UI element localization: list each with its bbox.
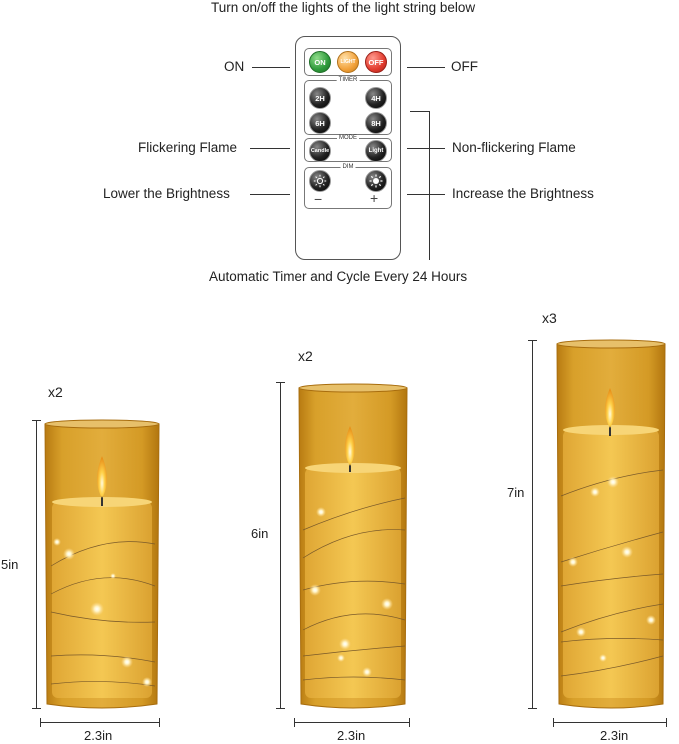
candle-1-width-label: 2.3in xyxy=(84,728,113,743)
leader-on xyxy=(252,67,290,68)
label-footer: Automatic Timer and Cycle Every 24 Hours xyxy=(209,269,468,284)
candle-3 xyxy=(556,339,666,709)
led-lights xyxy=(568,476,656,662)
on-button[interactable]: ON xyxy=(309,51,331,73)
candle-2-count: x2 xyxy=(298,348,313,364)
candle-2-height-tick-top xyxy=(276,382,285,383)
timer-4h-button[interactable]: 4H xyxy=(365,87,387,109)
label-off: OFF xyxy=(451,59,478,74)
timer-bracket-vertical xyxy=(429,111,430,260)
candle-2-width-tick-right xyxy=(409,718,410,727)
candle-2-height-tick-bottom xyxy=(276,708,285,709)
timer-2h-button[interactable]: 2H xyxy=(309,87,331,109)
timer-section-label: TIMER xyxy=(336,77,360,83)
timer-6h-button[interactable]: 6H xyxy=(309,112,331,134)
dim-panel: DIM − xyxy=(304,164,392,209)
remote-control: ON LIGHT OFF TIMER 2H 4H 6H 8H MODE Cand… xyxy=(295,36,401,260)
header-title: Turn on/off the lights of the light stri… xyxy=(211,0,476,15)
leader-off xyxy=(407,67,445,68)
leader-flickering xyxy=(250,148,290,149)
candle-2-height-label: 6in xyxy=(251,526,269,541)
dim-up-button[interactable] xyxy=(365,170,387,192)
candle-2-height-line xyxy=(280,382,281,708)
candle-3-height-line xyxy=(532,340,533,708)
candle-3-width-tick-left xyxy=(553,718,554,727)
candle-2-width-label: 2.3in xyxy=(337,728,366,743)
sun-bright-icon xyxy=(369,174,383,188)
dim-down-button[interactable] xyxy=(309,170,331,192)
candle-2-width-tick-left xyxy=(294,718,295,727)
candle-1 xyxy=(44,419,160,709)
mode-candle-button[interactable]: Candle xyxy=(309,140,331,162)
off-button[interactable]: OFF xyxy=(365,51,387,73)
timer-panel: TIMER 2H 4H 6H 8H xyxy=(304,77,392,135)
candle-3-width-line xyxy=(553,722,667,723)
light-button[interactable]: LIGHT xyxy=(337,51,359,73)
dim-section-label: DIM xyxy=(340,164,356,170)
mode-section-label: MODE xyxy=(337,135,359,141)
mode-light-button[interactable]: Light xyxy=(365,140,387,162)
candle-3-height-tick-top xyxy=(528,340,537,341)
leader-increase xyxy=(407,194,445,195)
candle-1-width-tick-right xyxy=(159,718,160,727)
power-panel: ON LIGHT OFF xyxy=(304,48,392,76)
timer-8h-button[interactable]: 8H xyxy=(365,112,387,134)
leader-lower xyxy=(250,194,290,195)
label-lower: Lower the Brightness xyxy=(103,186,230,201)
candle-1-count: x2 xyxy=(48,384,63,400)
plus-sign: + xyxy=(370,190,379,206)
mode-panel: MODE Candle Light xyxy=(304,135,392,162)
candle-1-width-line xyxy=(40,722,160,723)
sun-dim-icon xyxy=(313,174,327,188)
label-on: ON xyxy=(224,59,245,74)
label-increase: Increase the Brightness xyxy=(452,186,594,201)
label-flickering: Flickering Flame xyxy=(138,140,238,155)
candle-3-count: x3 xyxy=(542,310,557,326)
led-lights xyxy=(309,507,393,677)
led-lights xyxy=(53,538,152,687)
label-non-flickering: Non-flickering Flame xyxy=(452,140,576,155)
candle-2 xyxy=(298,383,408,709)
candle-1-height-tick-top xyxy=(32,420,41,421)
candle-1-height-tick-bottom xyxy=(32,708,41,709)
timer-bracket-top xyxy=(410,111,430,112)
candle-3-width-tick-right xyxy=(666,718,667,727)
minus-sign: − xyxy=(314,191,323,207)
candle-1-height-line xyxy=(36,420,37,708)
candle-3-height-tick-bottom xyxy=(528,708,537,709)
candle-1-width-tick-left xyxy=(40,718,41,727)
leader-non-flickering xyxy=(407,148,445,149)
candle-3-height-label: 7in xyxy=(507,485,525,500)
candle-1-height-label: 5in xyxy=(1,557,19,572)
candle-2-width-line xyxy=(294,722,410,723)
candle-3-width-label: 2.3in xyxy=(600,728,629,743)
